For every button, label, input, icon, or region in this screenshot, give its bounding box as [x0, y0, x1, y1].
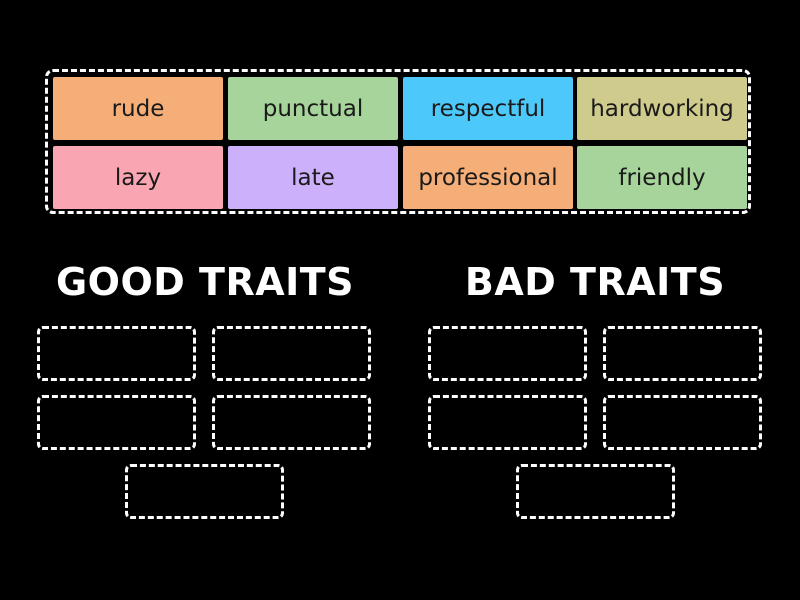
- card-punctual[interactable]: punctual: [228, 77, 398, 140]
- card-hardworking[interactable]: hardworking: [577, 77, 747, 140]
- good-drop-slot-2[interactable]: [212, 326, 371, 381]
- word-bank: [45, 69, 751, 214]
- card-label: hardworking: [590, 95, 734, 122]
- card-label: friendly: [618, 164, 706, 191]
- card-respectful[interactable]: respectful: [403, 77, 573, 140]
- bad-drop-slot-2[interactable]: [603, 326, 762, 381]
- card-label: professional: [418, 164, 558, 191]
- bad-traits-heading: BAD TRAITS: [464, 260, 726, 304]
- card-friendly[interactable]: friendly: [577, 146, 747, 209]
- bad-drop-slot-5[interactable]: [516, 464, 675, 519]
- card-professional[interactable]: professional: [403, 146, 573, 209]
- good-drop-slot-1[interactable]: [37, 326, 196, 381]
- good-drop-slot-4[interactable]: [212, 395, 371, 450]
- bad-drop-slot-4[interactable]: [603, 395, 762, 450]
- card-label: late: [291, 164, 335, 191]
- bad-drop-slot-1[interactable]: [428, 326, 587, 381]
- good-drop-slot-3[interactable]: [37, 395, 196, 450]
- card-label: rude: [111, 95, 165, 122]
- card-late[interactable]: late: [228, 146, 398, 209]
- card-lazy[interactable]: lazy: [53, 146, 223, 209]
- good-drop-slot-5[interactable]: [125, 464, 284, 519]
- bad-drop-slot-3[interactable]: [428, 395, 587, 450]
- card-rude[interactable]: rude: [53, 77, 223, 140]
- card-label: lazy: [114, 164, 162, 191]
- card-label: punctual: [262, 95, 364, 122]
- card-label: respectful: [430, 95, 546, 122]
- good-traits-heading: GOOD TRAITS: [55, 260, 355, 304]
